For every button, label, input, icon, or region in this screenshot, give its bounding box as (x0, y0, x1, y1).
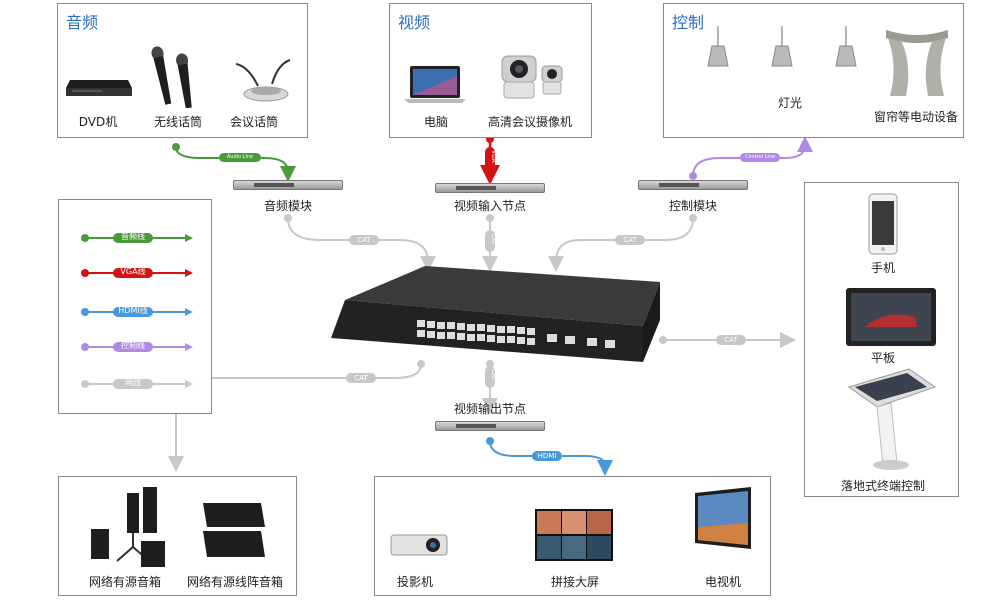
video-output-label: 视频输出节点 (453, 402, 527, 416)
phone-icon (868, 193, 898, 255)
cat-wire-control (548, 214, 697, 272)
terminal-item-tablet: 平板 (870, 351, 896, 365)
legend-audio: 音频线 (81, 230, 193, 244)
audio-item-conference-mic: 会议话筒 (229, 115, 279, 129)
television-icon (695, 487, 751, 549)
speakers-section: 网络有源音箱 网络有源线阵音箱 (58, 476, 297, 596)
cat-wire-video-in (482, 214, 498, 272)
cat-label-control: CAT (623, 236, 637, 244)
wireless-microphone-icon (151, 46, 192, 108)
hdmi-label: HDMI (537, 452, 557, 460)
control-module-label: 控制模块 (668, 199, 718, 213)
laptop-icon (404, 66, 466, 103)
audio-module-device (233, 180, 343, 190)
terminals-section: 手机 平板 落地式终端控制 (804, 182, 959, 497)
conference-camera-icon (501, 55, 563, 99)
line-array-speaker-icon (203, 503, 265, 557)
hdmi-wire (486, 437, 613, 476)
control-section: 控制 灯光 窗帘等电动设备 (663, 3, 964, 138)
legend-network: 网线 (81, 376, 193, 390)
control-title: 控制 (672, 13, 705, 32)
network-switch-icon (331, 266, 660, 362)
control-wire (689, 136, 813, 180)
cat-wire-audio (284, 214, 436, 272)
audio-title: 音频 (66, 13, 99, 32)
curtain-icon (886, 30, 948, 96)
video-item-computer: 电脑 (423, 115, 449, 129)
cat-label-speakers: CAT (354, 374, 368, 382)
audio-item-wireless-mic: 无线话筒 (153, 115, 203, 129)
cat-label-audio: CAT (357, 236, 371, 244)
video-section: 视频 电脑 高清会议摄像机 (389, 3, 592, 138)
video-output-device (435, 421, 545, 431)
speaker-item-line-array: 网络有源线阵音箱 (186, 575, 284, 589)
audio-item-dvd: DVD机 (78, 115, 118, 129)
legend: 音频线 VGA线 HDMI线 控制线 网线 (58, 199, 212, 414)
lights-icon (707, 26, 857, 67)
conference-microphone-icon (235, 59, 291, 102)
kiosk-icon (847, 368, 937, 470)
display-item-video-wall: 拼接大屏 (550, 575, 600, 589)
control-line-label: Control Line (744, 154, 776, 160)
video-input-device (435, 183, 545, 193)
cat-wire-video-out (482, 360, 498, 414)
video-input-label: 视频输入节点 (453, 199, 527, 213)
cat-wire-speakers (168, 360, 425, 472)
video-item-camera: 高清会议摄像机 (487, 115, 573, 129)
cat-wire-terminals (659, 332, 796, 348)
cat-label-terminals: CAT (724, 336, 738, 344)
audio-section: 音频 DVD机 无线话筒 会议话筒 (57, 3, 308, 138)
control-item-lights: 灯光 (777, 96, 803, 110)
control-module-device (638, 180, 748, 190)
network-speaker-icon (91, 487, 165, 567)
display-item-tv: 电视机 (704, 575, 742, 589)
audio-wire (172, 143, 296, 182)
audio-module-label: 音频模块 (263, 199, 313, 213)
terminal-item-kiosk: 落地式终端控制 (840, 479, 926, 493)
vga-label: VGA (490, 150, 497, 163)
speaker-item-network: 网络有源音箱 (88, 575, 162, 589)
tablet-icon (846, 288, 936, 346)
video-title: 视频 (398, 13, 431, 32)
legend-control: 控制线 (81, 339, 193, 353)
cat-label-video-out: CAT (490, 369, 497, 381)
video-wall-icon (535, 509, 613, 561)
cat-label-video-in: CAT (490, 234, 497, 246)
legend-hdmi: HDMI线 (81, 304, 193, 318)
terminal-item-phone: 手机 (870, 261, 896, 275)
legend-vga: VGA线 (81, 265, 193, 279)
display-item-projector: 投影机 (396, 575, 434, 589)
control-item-curtain: 窗帘等电动设备 (873, 110, 959, 124)
audio-line-label: Audio Line (226, 154, 254, 160)
dvd-player-icon (66, 80, 132, 96)
displays-section: 投影机 拼接大屏 电视机 (374, 476, 771, 596)
projector-icon (390, 534, 448, 556)
